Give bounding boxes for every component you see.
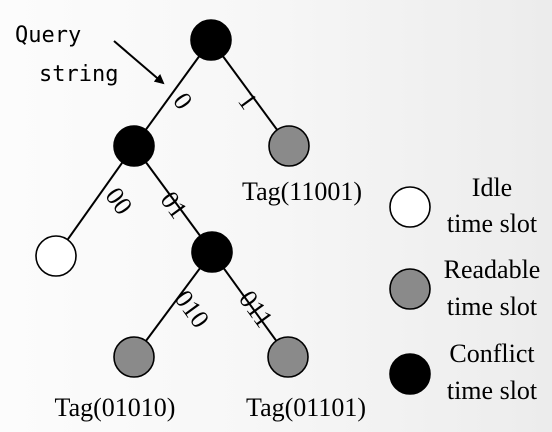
legend-readable-line2: time slot xyxy=(447,292,538,321)
edge-label-mid-right: 011 xyxy=(233,285,279,333)
legend-conflict-line1: Conflict xyxy=(449,339,535,368)
legend-conflict-swatch xyxy=(389,353,431,395)
root-node xyxy=(190,19,232,61)
right-leaf-node xyxy=(268,125,310,167)
bottom-left-leaf-node xyxy=(113,336,155,378)
bottom-right-leaf-node xyxy=(267,336,309,378)
query-string-label-line1: Query xyxy=(15,23,81,48)
edge-root-left xyxy=(133,39,212,147)
legend-conflict-line2: time slot xyxy=(447,376,538,405)
legend-idle-line1: Idle xyxy=(472,173,512,202)
left-node xyxy=(113,125,155,167)
query-string-arrow xyxy=(113,40,165,85)
query-string-label-line2: string xyxy=(39,62,118,87)
tag-label-bottom-right: Tag(01101) xyxy=(246,393,366,422)
mid-node xyxy=(191,231,233,273)
legend-idle-line2: time slot xyxy=(447,209,538,238)
edge-root-right xyxy=(210,39,290,147)
legend: Idle time slot Readable time slot Confli… xyxy=(389,173,541,405)
edge-label-root-left: 0 xyxy=(167,87,198,115)
idle-leaf-node xyxy=(35,235,77,277)
legend-readable-swatch xyxy=(389,268,431,310)
tag-label-right-leaf: Tag(11001) xyxy=(242,177,362,206)
legend-readable-line1: Readable xyxy=(444,255,541,284)
tag-label-bottom-left: Tag(01010) xyxy=(55,393,176,422)
edge-left-left xyxy=(55,145,135,257)
edge-left-right xyxy=(133,145,213,253)
edge-label-mid-left: 010 xyxy=(169,285,215,334)
edge-mid-right xyxy=(211,251,289,358)
edge-mid-left xyxy=(133,251,213,358)
legend-idle-swatch xyxy=(389,186,431,228)
